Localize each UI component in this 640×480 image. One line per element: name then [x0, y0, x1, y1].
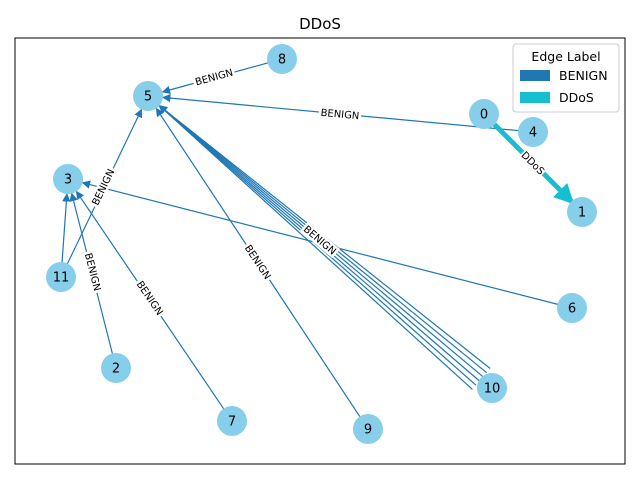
node-label: 1 [578, 206, 586, 221]
node-label: 9 [364, 423, 372, 438]
edge-label: DDoS [518, 148, 548, 178]
edge-label-text: BENIGN [91, 168, 118, 208]
node-label: 0 [480, 108, 488, 123]
node-circle [518, 117, 548, 147]
nodes-layer: 0 1 2 3 4 5 6 7 8 9 10 11 [46, 44, 597, 444]
node-label: 10 [484, 382, 501, 397]
node-circle [133, 81, 163, 111]
node-11: 11 [46, 262, 76, 292]
edge-label: BENIGN [88, 165, 118, 209]
edge-label-background [191, 65, 237, 89]
legend-title: Edge Label [531, 49, 600, 64]
node-label: 11 [53, 271, 70, 286]
node-circle [267, 44, 297, 74]
legend-label-ddos: DDoS [559, 90, 594, 105]
node-3: 3 [53, 164, 83, 194]
plot-frame [14, 37, 626, 465]
node-1: 1 [567, 197, 597, 227]
legend-label-benign: BENIGN [559, 68, 608, 83]
node-8: 8 [267, 44, 297, 74]
node-7: 7 [217, 406, 247, 436]
edge-label-text: BENIGN [194, 68, 234, 89]
edge-label-background [241, 241, 275, 283]
edge-label-background [518, 148, 548, 178]
edge-label-background [88, 165, 118, 209]
node-circle [469, 99, 499, 129]
node-circle [477, 373, 507, 403]
edge-label-background [318, 106, 362, 122]
edge-label-text: BENIGN [301, 224, 338, 258]
node-circle [567, 197, 597, 227]
node-circle [353, 414, 383, 444]
edge-label: BENIGN [191, 65, 237, 89]
node-circle [101, 353, 131, 383]
legend-swatch-benign [520, 70, 550, 81]
edge-label-text: BENIGN [320, 108, 360, 123]
edge-label: BENIGN [133, 277, 167, 319]
edge-10-to-5-1 [158, 105, 473, 390]
legend: Edge Label BENIGN DDoS [512, 43, 620, 113]
chart-title: DDoS [299, 15, 341, 33]
edge-11-to-3 [61, 193, 71, 264]
node-label: 7 [228, 415, 236, 430]
node-label: 4 [529, 126, 537, 141]
node-6: 6 [557, 293, 587, 323]
node-label: 2 [112, 362, 120, 377]
node-0: 0 [469, 99, 499, 129]
node-2: 2 [101, 353, 131, 383]
edge-label: BENIGN [318, 106, 362, 123]
node-circle [217, 406, 247, 436]
node-label: 5 [144, 90, 152, 105]
edge-label: BENIGN [241, 241, 275, 283]
edge-label-text: BENIGN [242, 243, 273, 281]
node-circle [46, 262, 76, 292]
node-9: 9 [353, 414, 383, 444]
node-label: 6 [568, 302, 576, 317]
node-5: 5 [133, 81, 163, 111]
node-10: 10 [477, 373, 507, 403]
legend-swatch-ddos [520, 92, 550, 103]
edge-label-text: BENIGN [134, 279, 165, 317]
node-label: 8 [278, 53, 286, 68]
edge-label: BENIGN [81, 249, 105, 295]
node-label: 3 [64, 173, 72, 188]
node-4: 4 [518, 117, 548, 147]
edge-label-background [81, 249, 105, 295]
node-circle [557, 293, 587, 323]
node-circle [53, 164, 83, 194]
edge-label-background [133, 277, 167, 319]
edge-label-background [299, 221, 341, 259]
